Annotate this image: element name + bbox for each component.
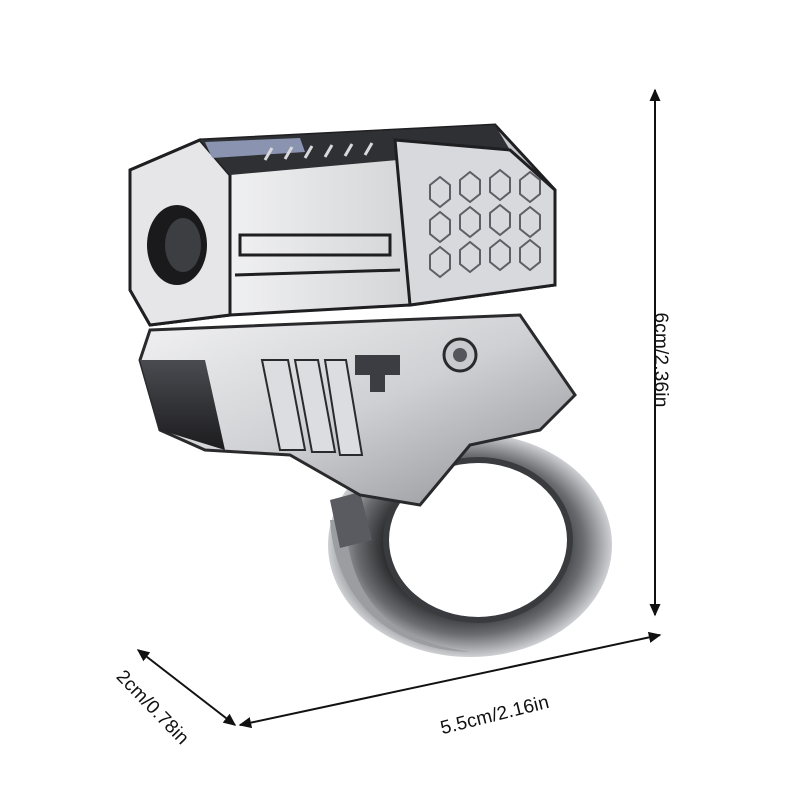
height-label: 6cm/2.36in [650, 312, 671, 408]
gun-frame [138, 313, 577, 507]
width-dimension-arrow [238, 631, 662, 729]
depth-dimension-arrow [136, 649, 237, 726]
gun-slide [128, 123, 557, 327]
